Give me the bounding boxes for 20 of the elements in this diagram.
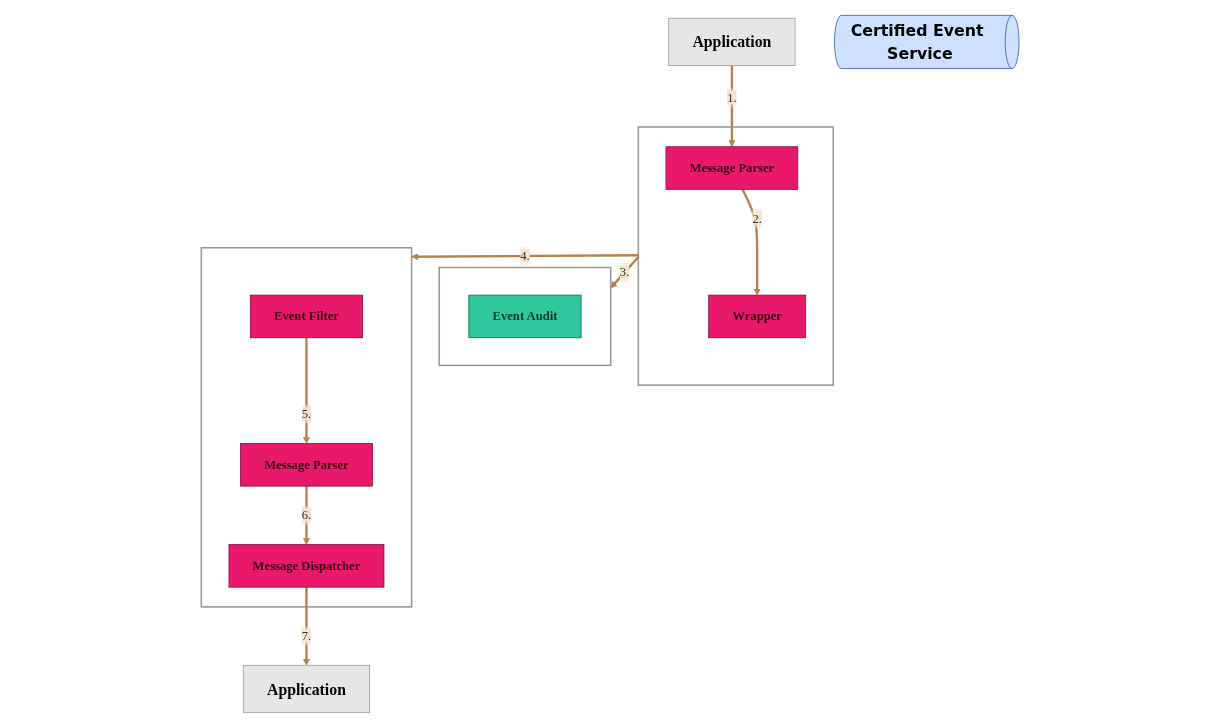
node-box: Application	[243, 664, 371, 714]
node-box: Message Parser	[665, 146, 799, 190]
node-box: Event Audit	[468, 294, 582, 339]
cluster	[200, 247, 413, 608]
node-text: Certified Event Service	[851, 20, 984, 64]
node-box: Wrapper	[708, 294, 807, 339]
edge-label: 2.	[752, 211, 763, 225]
node-box: Message Dispatcher	[228, 544, 385, 588]
node-box: Message Parser	[240, 443, 374, 487]
edge-label: 7.	[302, 629, 312, 643]
cluster	[438, 266, 612, 367]
arrow	[411, 253, 639, 261]
edge-label: 6.	[302, 508, 312, 522]
edge-label: 5.	[302, 407, 312, 421]
edge-label: 1.	[727, 90, 737, 105]
node-box: Event Filter	[250, 294, 364, 339]
cluster	[637, 126, 835, 386]
node-box: Application	[668, 17, 796, 67]
edge-label: 3.	[620, 265, 630, 279]
edge-label: 4.	[520, 248, 531, 263]
